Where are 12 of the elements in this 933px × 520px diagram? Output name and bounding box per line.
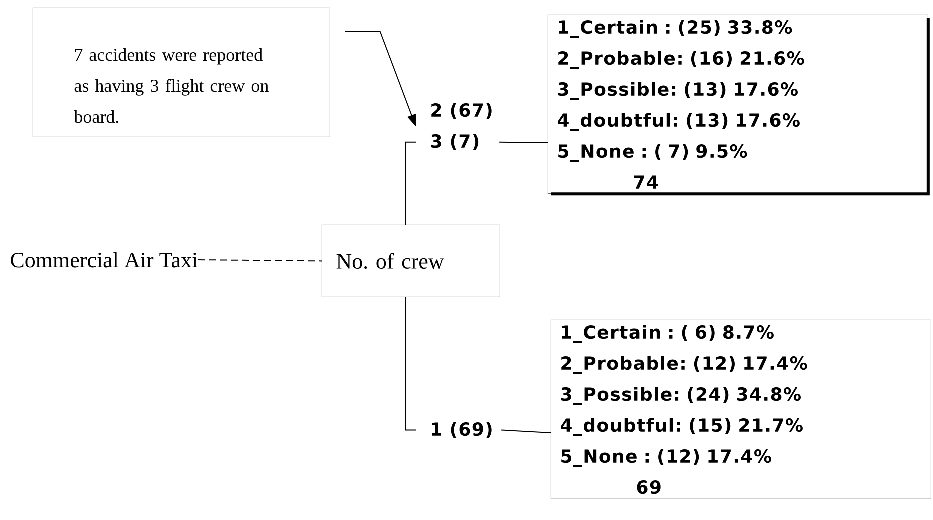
root-label: Commercial Air Taxi — [11, 252, 198, 268]
dashed-connector — [198, 260, 322, 262]
split-box: No. of crew — [322, 225, 500, 298]
result-box: 1_Certain : ( 6) 8.7% 2_Probable: (12) 17.4% 3_Possible: (24) 34.8% 4_doubtful: (15) 21.7% 5_None : (12) 17.4% 69 — [551, 320, 932, 500]
tree-line — [406, 296, 416, 431]
tree-line — [406, 142, 416, 226]
tree-line — [501, 430, 552, 434]
branch-label: 2 (67) 3 (7) — [431, 103, 492, 150]
callout-box: 7 accidents were reported as having 3 flight crew on board. — [33, 8, 330, 138]
result-box: 1_Certain : (25) 33.8% 2_Probable: (16) 21.6% 3_Possible: (13) 17.6% 4_doubtful: (13) 17.6% 5_None : ( 7) 9.5% 74 — [548, 15, 930, 196]
branch-label: 1 (69) — [432, 422, 492, 438]
tree-line — [499, 142, 548, 144]
